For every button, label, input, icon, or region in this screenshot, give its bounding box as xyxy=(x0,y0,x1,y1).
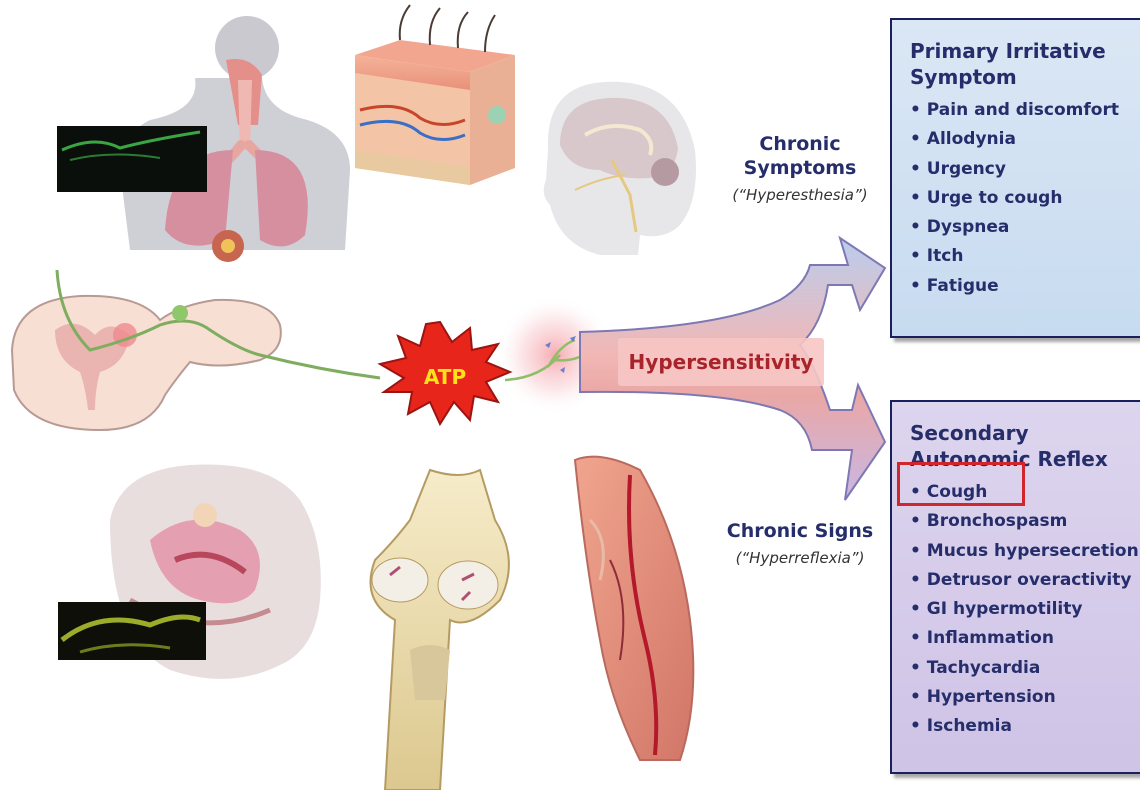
atp-label: ATP xyxy=(424,365,466,389)
chronic-signs-label: Chronic Signs (“Hyperreflexia”) xyxy=(712,519,888,569)
list-item: Itch xyxy=(910,242,1140,271)
chronic-signs-subtitle: (“Hyperreflexia”) xyxy=(712,547,888,569)
cough-highlight-box xyxy=(897,462,1025,506)
spinal-cord-illustration xyxy=(12,270,380,430)
list-item: Mucus hypersecretion xyxy=(910,537,1140,566)
list-item: Detrusor overactivity xyxy=(910,566,1140,595)
list-item: Pain and discomfort xyxy=(910,96,1140,125)
skin-illustration xyxy=(355,5,515,185)
chronic-symptoms-title-line1: Chronic xyxy=(712,132,888,156)
leg-illustration xyxy=(575,457,693,760)
list-item: Fatigue xyxy=(910,272,1140,301)
list-item: Ischemia xyxy=(910,712,1140,741)
list-item: Dyspnea xyxy=(910,213,1140,242)
hypersensitivity-label: Hypersensitivity xyxy=(629,350,814,374)
chronic-signs-title: Chronic Signs xyxy=(712,519,888,543)
secondary-reflex-list: Cough Bronchospasm Mucus hypersecretion … xyxy=(910,478,1140,742)
chronic-symptoms-label: Chronic Symptoms (“Hyperesthesia”) xyxy=(712,132,888,206)
primary-box-title: Primary Irritative Symptom xyxy=(910,38,1140,90)
secondary-autonomic-reflex-box: Secondary Autonomic Reflex Cough Broncho… xyxy=(890,400,1140,774)
list-item: Hypertension xyxy=(910,683,1140,712)
chronic-symptoms-subtitle: (“Hyperesthesia”) xyxy=(712,184,888,206)
list-item: Urgency xyxy=(910,155,1140,184)
knee-illustration xyxy=(371,470,509,790)
list-item: GI hypermotility xyxy=(910,595,1140,624)
list-item: Inflammation xyxy=(910,624,1140,653)
brain-illustration xyxy=(544,82,696,255)
primary-irritative-symptom-box: Primary Irritative Symptom Pain and disc… xyxy=(890,18,1140,338)
list-item: Allodynia xyxy=(910,125,1140,154)
list-item: Urge to cough xyxy=(910,184,1140,213)
primary-symptom-list: Pain and discomfort Allodynia Urgency Ur… xyxy=(910,96,1140,301)
list-item: Bronchospasm xyxy=(910,507,1140,536)
chronic-symptoms-title-line2: Symptoms xyxy=(712,156,888,180)
list-item: Tachycardia xyxy=(910,654,1140,683)
